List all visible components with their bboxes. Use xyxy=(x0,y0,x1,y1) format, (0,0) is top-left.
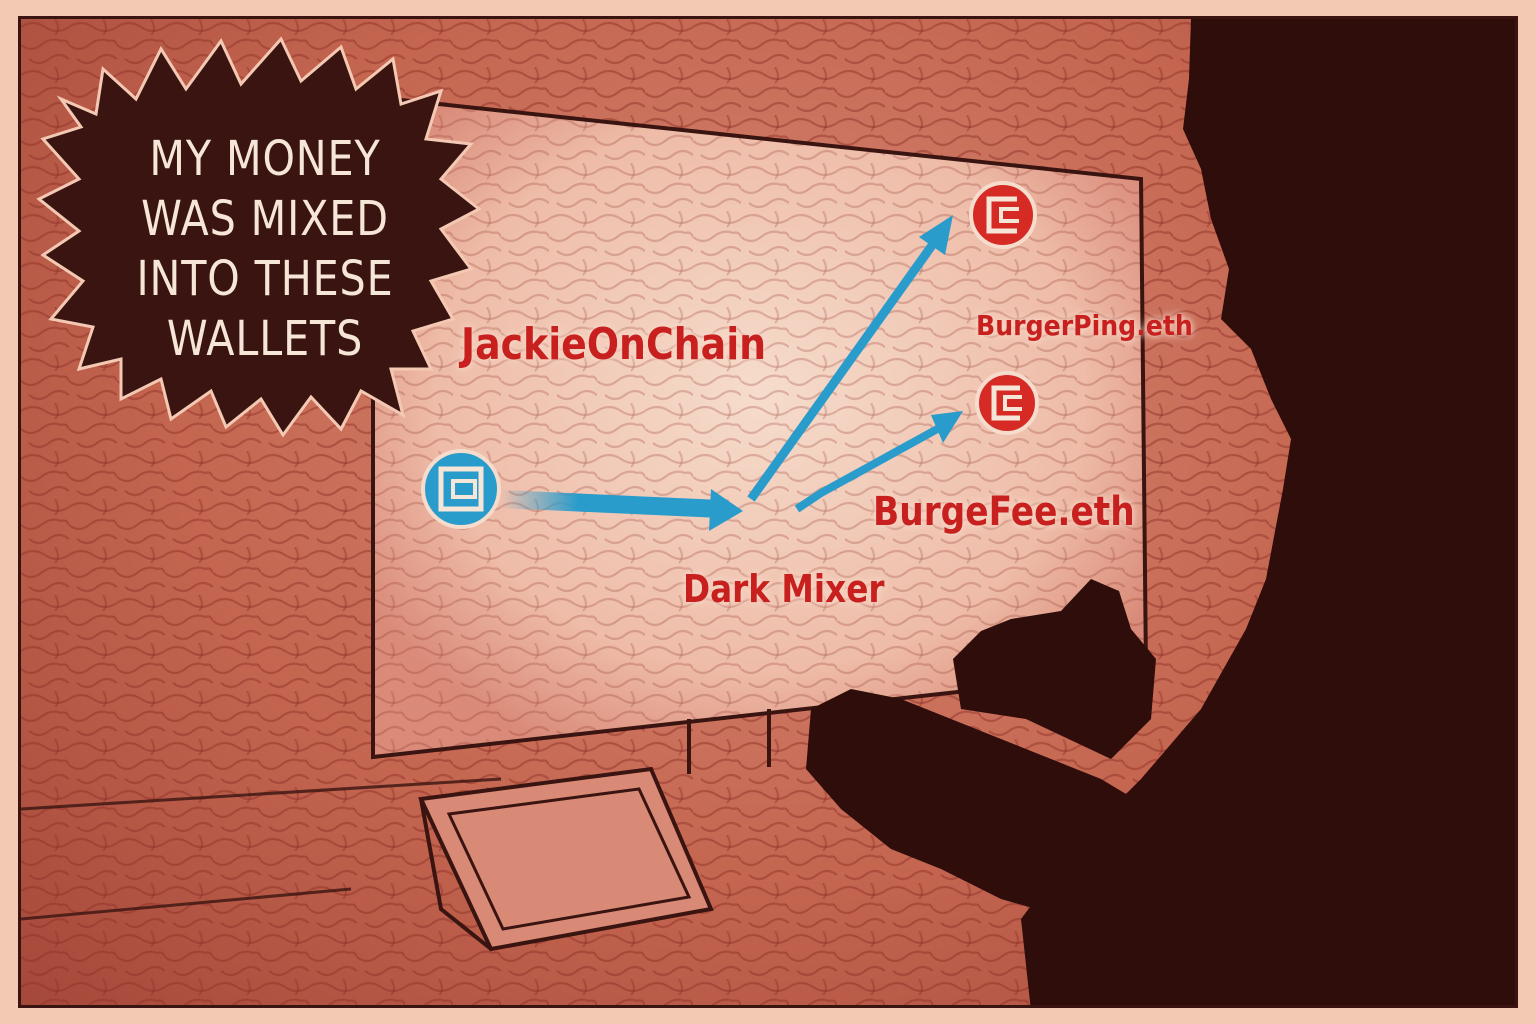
arrow-to-burgefee xyxy=(794,423,943,513)
flow-arrows xyxy=(500,215,963,531)
speech-bubble xyxy=(36,36,482,438)
monitor-stand xyxy=(687,709,771,774)
wallet-2-label: BurgeFee.eth xyxy=(873,489,1135,535)
person-silhouette xyxy=(806,19,1515,1005)
tablet xyxy=(418,766,714,952)
speech-line: INTO THESE xyxy=(136,251,394,307)
source-wallet-label: JackieOnChain xyxy=(461,319,767,370)
typing-hand xyxy=(806,689,1181,919)
desk-edge xyxy=(21,777,502,921)
wallet-1-label: BurgerPing.eth xyxy=(976,309,1193,342)
arrow-to-burgerping xyxy=(747,241,937,502)
speech-line: WALLETS xyxy=(166,311,364,367)
monitor xyxy=(371,94,1149,774)
red-wallet-icon xyxy=(975,371,1039,435)
arrow-to-mixer xyxy=(500,490,722,518)
blue-wallet-icon xyxy=(421,449,501,529)
comic-panel: MY MONEY WAS MIXED INTO THESE WALLETS Ja… xyxy=(18,16,1518,1008)
raised-hand xyxy=(953,579,1156,759)
mixer-label: Dark Mixer xyxy=(683,567,885,611)
scene-illustration xyxy=(21,19,1515,1005)
speech-line: WAS MIXED xyxy=(141,191,389,247)
speech-bubble-text: MY MONEY WAS MIXED INTO THESE WALLETS xyxy=(85,129,445,369)
red-wallet-icon xyxy=(969,181,1037,249)
speech-line: MY MONEY xyxy=(149,131,381,187)
